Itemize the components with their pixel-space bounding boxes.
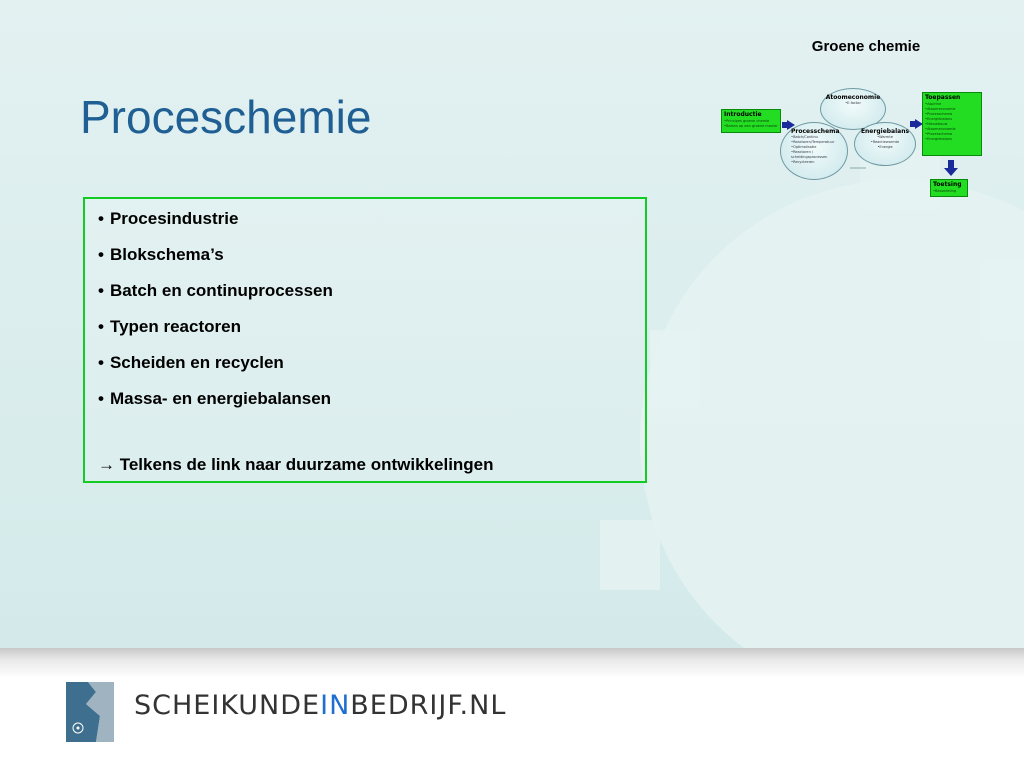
- bullet-text: Scheiden en recyclen: [109, 353, 284, 372]
- energie-title: Energiebalans: [860, 128, 910, 135]
- intro-line: •Principes groene chemie: [724, 119, 770, 123]
- bullet-text: Batch en continuprocessen: [109, 281, 333, 300]
- proces-line: •Reactoren/Temperatuur: [791, 140, 835, 144]
- gear-decoration: [640, 180, 1024, 648]
- atoom-line: •E-factor: [845, 101, 861, 105]
- atoom-title: Atoomeconomie: [825, 94, 881, 101]
- bullet-list: • Procesindustrie • Blokschema’s • Batch en…: [98, 207, 333, 423]
- logo-icon: [66, 682, 114, 742]
- toepassen-line: •Processchema: [925, 112, 953, 116]
- bullet-dot: •: [98, 353, 104, 372]
- atoom-ellipse: Atoomeconomie •E-factor: [820, 88, 886, 130]
- course-diagram: Introductie •Principes groene chemie •Ba…: [718, 88, 988, 198]
- gear-tooth: [650, 330, 700, 410]
- toepassen-line: •Aspirine: [925, 102, 942, 106]
- link-line: → Telkens de link naar duurzame ontwikke…: [98, 455, 494, 475]
- list-item: • Procesindustrie: [98, 207, 333, 243]
- gear-tooth: [980, 260, 1024, 340]
- arrow-down-icon: [944, 168, 958, 176]
- bullet-text: Procesindustrie: [109, 209, 239, 228]
- intro-line: •Balans op een groene manier: [724, 124, 778, 128]
- toepassen-line: •Processchema: [925, 132, 953, 136]
- intro-box: Introductie •Principes groene chemie •Ba…: [721, 109, 781, 133]
- proces-line: •Optimalisatie: [791, 145, 817, 149]
- bullet-box: • Procesindustrie • Blokschema’s • Batch en…: [83, 197, 647, 483]
- toepassen-line: •Energiebalans: [925, 137, 952, 141]
- bullet-text: Massa- en energiebalansen: [109, 389, 332, 408]
- proces-line: •Reactoren / scheidingsprocessen: [791, 150, 828, 159]
- proces-title: Processchema: [791, 128, 840, 135]
- energie-line: •Warmte: [877, 135, 893, 139]
- arrow-stem: [782, 122, 787, 128]
- toepassen-box: Toepassen •Aspirine •Atoomeconomie •Proc…: [922, 92, 982, 156]
- arrow-right-icon: [915, 119, 923, 129]
- toetsing-box: Toetsing •Beoordeling: [930, 179, 968, 197]
- section-label: Groene chemie: [811, 38, 921, 55]
- logo-part: BEDRIJF.NL: [350, 690, 507, 721]
- proces-line: •Batch/Continu: [791, 135, 818, 139]
- list-item: • Typen reactoren: [98, 315, 333, 351]
- toetsing-line: •Beoordeling: [933, 189, 957, 193]
- energie-ellipse: Energiebalans •Warmte •Reactiewarmte •En…: [854, 122, 916, 166]
- arrow-stem: [948, 160, 954, 168]
- bullet-text: Blokschema’s: [109, 245, 224, 264]
- list-item: • Scheiden en recyclen: [98, 351, 333, 387]
- bullet-dot: •: [98, 317, 104, 336]
- toetsing-title: Toetsing: [933, 181, 962, 188]
- bullet-dot: •: [98, 389, 104, 408]
- gear-tooth: [600, 520, 660, 590]
- bullet-dot: •: [98, 209, 104, 228]
- energie-line: •Energie: [877, 145, 893, 149]
- toepassen-line: •Atoomeconomie: [925, 107, 956, 111]
- bullet-dot: •: [98, 245, 104, 264]
- toepassen-line: •Energiebalans: [925, 117, 952, 121]
- intro-title: Introductie: [724, 111, 762, 118]
- list-item: • Batch en continuprocessen: [98, 279, 333, 315]
- proces-ellipse: Processchema •Batch/Continu •Reactoren/T…: [780, 122, 848, 180]
- logo-part: SCHEIKUNDE: [134, 690, 321, 721]
- logo-text: SCHEIKUNDEINBEDRIJF.NL: [134, 690, 506, 721]
- arrow-right-icon: →: [98, 455, 115, 474]
- arrow-right-icon: [787, 120, 795, 130]
- footer-band: [0, 648, 1024, 768]
- toepassen-line: •Atoomeconomie: [925, 127, 956, 131]
- toepassen-line: •Nieuwbouw: [925, 122, 948, 126]
- proces-line: •Recycleeren: [791, 160, 815, 164]
- slide-title: Proceschemie: [80, 91, 372, 143]
- link-text: Telkens de link naar duurzame ontwikkeli…: [119, 455, 494, 474]
- bullet-text: Typen reactoren: [109, 317, 241, 336]
- list-item: • Blokschema’s: [98, 243, 333, 279]
- bullet-dot: •: [98, 281, 104, 300]
- energie-line: •Reactiewarmte: [870, 140, 900, 144]
- logo-part-accent: IN: [320, 690, 351, 721]
- toepassen-title: Toepassen: [925, 94, 961, 101]
- list-item: • Massa- en energiebalansen: [98, 387, 333, 423]
- arrow-stem: [910, 121, 915, 127]
